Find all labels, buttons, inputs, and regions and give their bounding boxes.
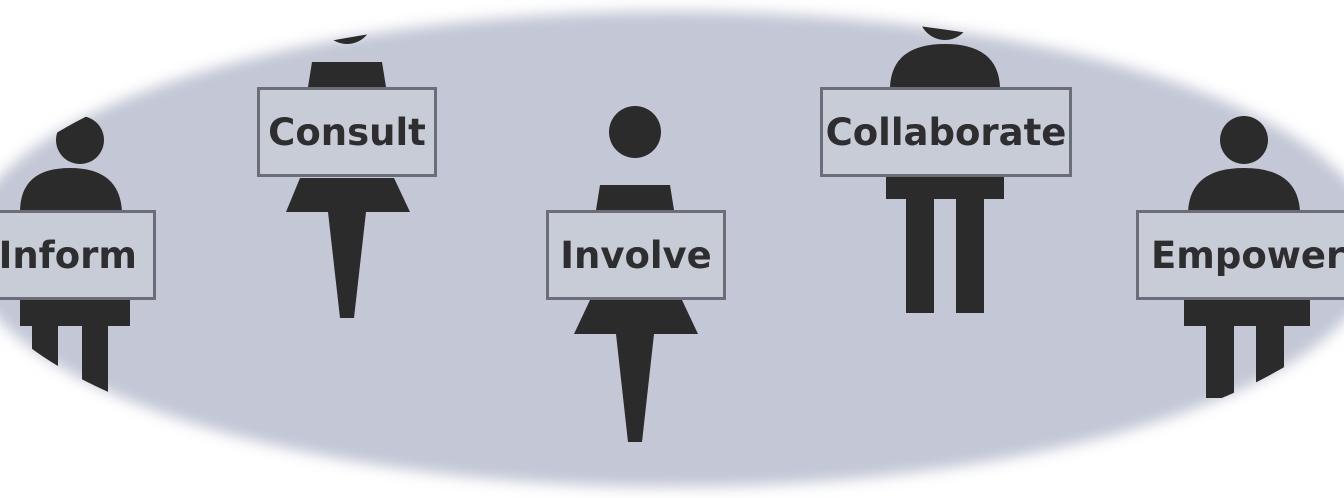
empower-label: Empower [1151, 233, 1344, 277]
involve-sign: Involve [546, 210, 726, 300]
empower-figure [1184, 116, 1310, 398]
empower-sign: Empower [1136, 210, 1344, 300]
consult-label: Consult [268, 110, 426, 154]
collaborate-sign: Collaborate [820, 87, 1072, 177]
collaborate-label: Collaborate [825, 110, 1067, 154]
involve-label: Involve [560, 233, 712, 277]
inform-label: Inform [0, 233, 137, 277]
consult-sign: Consult [257, 87, 437, 177]
inform-figure [20, 116, 130, 398]
inform-sign: Inform [0, 210, 156, 300]
involve-figure [574, 106, 698, 442]
